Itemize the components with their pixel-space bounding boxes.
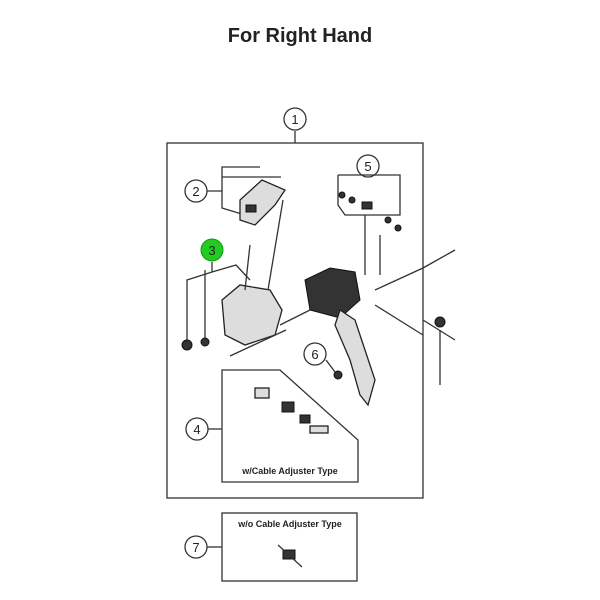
diagram-title: For Right Hand: [227, 25, 373, 47]
callout-3-highlighted[interactable]: 3: [200, 238, 224, 262]
svg-text:6: 6: [311, 347, 318, 362]
mechanism-part: [304, 267, 361, 319]
svg-text:5: 5: [364, 159, 371, 174]
callout-5[interactable]: 5: [356, 154, 380, 178]
callout-4[interactable]: 4: [185, 417, 209, 441]
without-adjuster-label: w/o Cable Adjuster Type: [237, 519, 342, 529]
svg-text:2: 2: [192, 184, 199, 199]
with-adjuster-label: w/Cable Adjuster Type: [241, 466, 338, 476]
lever-part: [334, 308, 376, 407]
svg-text:7: 7: [192, 540, 199, 555]
callout-1[interactable]: 1: [283, 107, 307, 131]
callout-7[interactable]: 7: [184, 535, 208, 559]
cover-part: [239, 179, 286, 226]
svg-text:1: 1: [291, 112, 298, 127]
callout-6[interactable]: 6: [303, 342, 327, 366]
adjuster-panel: [221, 369, 359, 483]
svg-text:3: 3: [208, 243, 215, 258]
callout-2[interactable]: 2: [184, 179, 208, 203]
svg-text:4: 4: [193, 422, 200, 437]
